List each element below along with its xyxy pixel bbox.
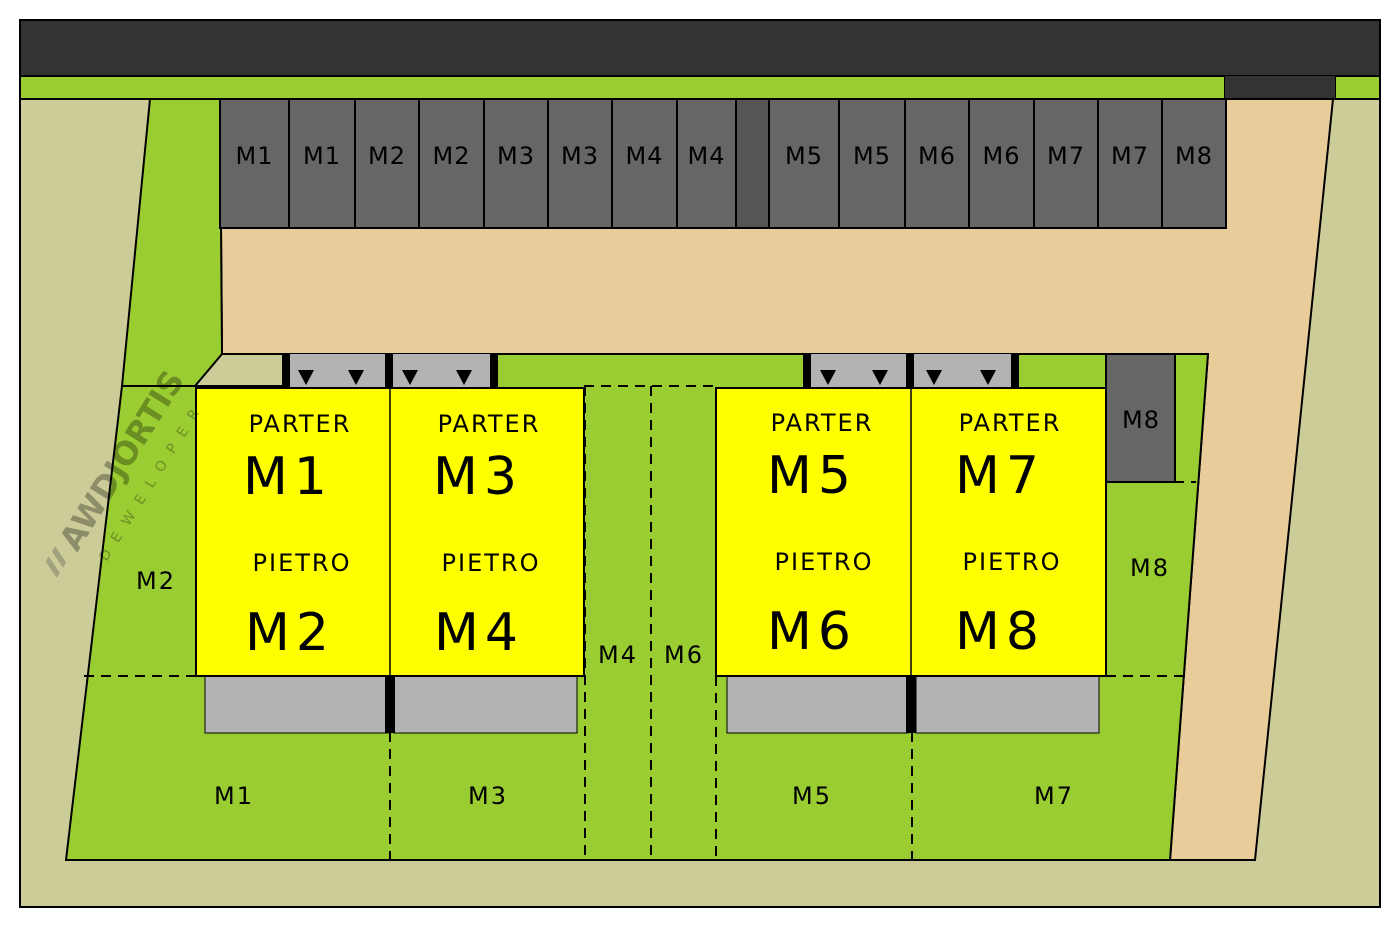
parking-stall-label: M6	[983, 142, 1021, 170]
logo-icon	[45, 546, 67, 578]
terrace-3	[726, 675, 909, 734]
arrow-down-icon	[456, 370, 472, 385]
entrances	[282, 354, 1019, 388]
unit-2-floor2: PIETRO	[442, 549, 541, 577]
unit-labels: PARTER M1 PIETRO M2 PARTER M3 PIETRO M4 …	[243, 409, 1062, 663]
parking-strip: M1 M1 M2 M2 M3 M3 M4 M4 M5 M5 M6 M6 M7 M7 M8	[219, 98, 1227, 229]
parking-stall-label: M4	[626, 142, 664, 170]
green-strip-top-left	[19, 75, 1226, 100]
parking-stall-label: M4	[688, 142, 726, 170]
unit-4-floor1: PARTER	[959, 409, 1062, 437]
garden-middle-left-label: M4	[598, 641, 638, 669]
arrow-down-icon	[980, 370, 996, 385]
unit-3-unit1: M5	[767, 446, 857, 506]
green-strip-top-right	[1334, 75, 1381, 100]
arrow-down-icon	[926, 370, 942, 385]
arrow-down-icon	[820, 370, 836, 385]
parking-stall-label: M5	[785, 142, 823, 170]
garden-bottom-1-label: M1	[214, 782, 254, 810]
parking-gap	[735, 98, 770, 229]
unit-4-unit2: M8	[955, 602, 1045, 662]
garage-m8-label: M8	[1122, 406, 1160, 434]
terrace-1	[204, 675, 389, 734]
unit-2-unit2: M4	[434, 603, 524, 663]
green-band-left	[120, 98, 224, 387]
garden-labels: M2 M8 M4 M6 M1 M3 M5 M7	[136, 554, 1170, 810]
parking-stall-label: M3	[561, 142, 599, 170]
garage-m8	[1105, 353, 1176, 483]
garden-bottom-2-label: M3	[468, 782, 508, 810]
entrance-wall-4	[803, 354, 811, 388]
unit-1-floor1: PARTER	[249, 410, 352, 438]
road-notch	[1225, 76, 1335, 99]
terrace-wall-2	[906, 676, 916, 733]
parking-stall-label: M7	[1111, 142, 1149, 170]
parking-stall-label: M5	[853, 142, 891, 170]
parking-stall-label: M7	[1047, 142, 1085, 170]
parking-stall-label: M2	[368, 142, 406, 170]
entrance-wall-6	[1011, 354, 1019, 388]
terrace-wall-1	[385, 676, 395, 733]
road	[19, 19, 1381, 77]
parking-stall-label: M1	[303, 142, 341, 170]
plot-divisions	[84, 385, 1196, 860]
unit-4-floor2: PIETRO	[963, 548, 1062, 576]
parking-stall-label: M8	[1175, 142, 1213, 170]
garden-right-label: M8	[1130, 554, 1170, 582]
entrance-wall-3	[490, 354, 498, 388]
garden-bottom-3-label: M5	[792, 782, 832, 810]
entrance-wall-5	[906, 354, 914, 388]
arrow-down-icon	[402, 370, 418, 385]
parking-stall-label: M2	[433, 142, 471, 170]
parking-stall-label: M6	[918, 142, 956, 170]
entrance-wall-2	[385, 354, 393, 388]
parking-stall-label: M1	[236, 142, 274, 170]
unit-3-floor2: PIETRO	[775, 548, 874, 576]
unit-4-unit1: M7	[955, 446, 1045, 506]
unit-3-unit2: M6	[767, 602, 857, 662]
houses	[195, 387, 1107, 677]
arrow-down-icon	[348, 370, 364, 385]
parking-stall-label: M3	[497, 142, 535, 170]
arrow-down-icon	[298, 370, 314, 385]
terrace-2	[393, 675, 578, 734]
unit-2-floor1: PARTER	[438, 410, 541, 438]
terraces	[204, 675, 1100, 734]
unit-1-unit1: M1	[243, 447, 333, 507]
unit-3-floor1: PARTER	[771, 409, 874, 437]
terrace-4	[915, 675, 1100, 734]
unit-1-floor2: PIETRO	[253, 549, 352, 577]
garden-bottom-4-label: M7	[1034, 782, 1074, 810]
unit-1-unit2: M2	[245, 603, 335, 663]
arrow-down-icon	[872, 370, 888, 385]
parking-strip-background	[219, 98, 1227, 229]
entrance-wall-1	[282, 354, 290, 388]
garden-left-label: M2	[136, 567, 176, 595]
garden-middle-right-label: M6	[664, 641, 704, 669]
unit-2-unit1: M3	[433, 447, 523, 507]
